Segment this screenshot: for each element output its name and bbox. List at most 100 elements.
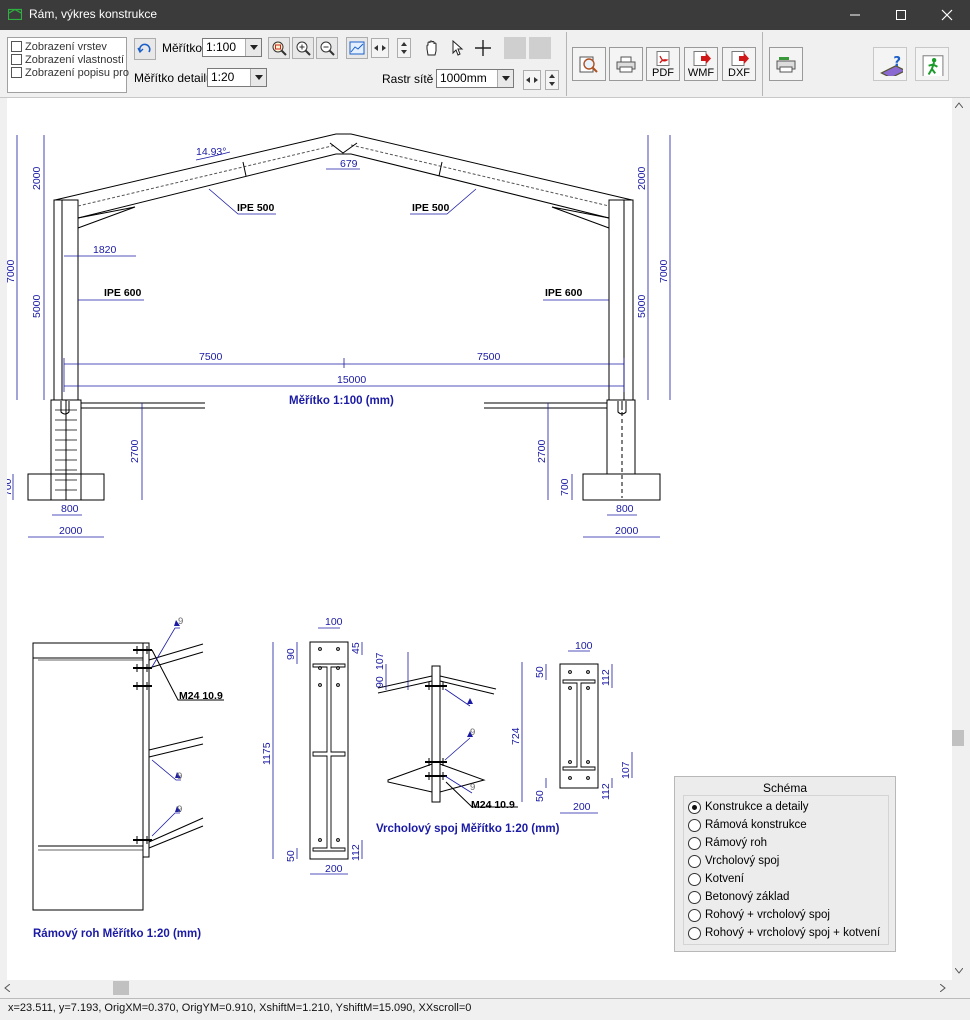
disabled-tool-button-2[interactable] xyxy=(529,37,551,59)
radio-construction-and-details[interactable]: Konstrukce a detaily xyxy=(688,799,809,815)
arrow-up-icon[interactable] xyxy=(549,74,555,78)
crosshair-button[interactable] xyxy=(472,37,494,59)
display-options-box: Zobrazení vrstev Zobrazení vlastností Zo… xyxy=(7,37,129,93)
left-haunch xyxy=(77,206,136,229)
dim-2700-left: 2700 xyxy=(129,439,141,463)
export-dxf-button[interactable]: DXF xyxy=(722,47,756,81)
radio-label: Konstrukce a detaily xyxy=(705,801,809,813)
dxf-export-icon xyxy=(731,51,749,66)
scroll-left-icon[interactable] xyxy=(4,984,10,992)
exit-button[interactable] xyxy=(915,47,949,81)
preview-button[interactable] xyxy=(572,47,606,81)
pan-hand-button[interactable] xyxy=(421,37,443,59)
pan-horizontal-spinner[interactable] xyxy=(371,38,389,58)
zoom-out-button[interactable] xyxy=(316,37,338,59)
zoom-all-button[interactable] xyxy=(346,37,368,59)
dim-7500-left: 7500 xyxy=(199,351,223,363)
grid-vertical-spinner[interactable] xyxy=(545,70,559,90)
radio-button[interactable] xyxy=(688,926,701,940)
radio-button[interactable] xyxy=(688,818,701,832)
grid-select[interactable]: 1000mm xyxy=(436,69,514,88)
radio-label: Rohový + vrcholový spoj xyxy=(705,909,830,921)
arrow-up-icon[interactable] xyxy=(401,42,407,46)
redraw-button[interactable] xyxy=(134,38,156,60)
radio-concrete-foundation[interactable]: Betonový základ xyxy=(688,889,789,905)
ridge-d90: 90 xyxy=(374,676,386,688)
close-button[interactable] xyxy=(924,0,970,30)
detail-scale-select[interactable]: 1:20 xyxy=(207,68,267,87)
dim-800-right: 800 xyxy=(616,503,634,515)
left-footing xyxy=(27,473,105,501)
chevron-down-icon[interactable] xyxy=(245,39,261,56)
apex-dim: 679 xyxy=(340,158,358,170)
radio-button[interactable] xyxy=(688,872,701,886)
vertical-scrollbar[interactable] xyxy=(952,98,970,982)
zoom-in-button[interactable] xyxy=(292,37,314,59)
checkbox-box[interactable] xyxy=(11,41,22,52)
printer-setup-button[interactable] xyxy=(769,47,803,81)
zoom-window-button[interactable] xyxy=(268,37,290,59)
export-wmf-button[interactable]: WMF xyxy=(684,47,718,81)
pan-vertical-spinner[interactable] xyxy=(397,38,411,58)
maximize-button[interactable] xyxy=(878,0,924,30)
toolbar-separator xyxy=(566,32,567,96)
exit-running-man-icon xyxy=(922,55,944,76)
checkbox-box[interactable] xyxy=(11,67,22,78)
checkbox-show-layers[interactable]: Zobrazení vrstev xyxy=(11,40,107,53)
radio-corner-ridge[interactable]: Rohový + vrcholový spoj xyxy=(688,907,830,923)
export-pdf-button[interactable]: PDF xyxy=(646,47,680,81)
radio-ridge-joint[interactable]: Vrcholový spoj xyxy=(688,853,779,869)
arrow-left-icon[interactable] xyxy=(526,77,530,83)
disabled-tool-button-1[interactable] xyxy=(504,37,526,59)
radio-frame-structure[interactable]: Rámová konstrukce xyxy=(688,817,807,833)
radio-anchoring[interactable]: Kotvení xyxy=(688,871,744,887)
corner-caption: Rámový roh Měřítko 1:20 (mm) xyxy=(33,928,201,940)
checkbox-show-properties[interactable]: Zobrazení vlastností xyxy=(11,53,124,66)
arrow-down-icon[interactable] xyxy=(549,82,555,86)
frame-structure xyxy=(27,133,661,501)
select-arrow-button[interactable] xyxy=(446,37,468,59)
corner-detail xyxy=(32,620,224,911)
checkbox-show-description[interactable]: Zobrazení popisu pro xyxy=(11,66,129,79)
checkbox-box[interactable] xyxy=(11,54,22,65)
drawing-svg[interactable]: 14.93° 679 IPE 500 IPE 500 IPE 600 IPE 6… xyxy=(7,98,952,982)
ridge-dimensions xyxy=(385,652,523,802)
grid-horizontal-spinner[interactable] xyxy=(523,70,541,90)
radio-frame-corner[interactable]: Rámový roh xyxy=(688,835,767,851)
arrow-left-icon[interactable] xyxy=(374,45,378,51)
minimize-button[interactable] xyxy=(832,0,878,30)
title-bar: Rám, výkres konstrukce xyxy=(0,0,970,30)
scroll-right-icon[interactable] xyxy=(940,984,946,992)
plate-1-h1175: 1175 xyxy=(261,742,273,765)
checkbox-label: Zobrazení vlastností xyxy=(25,53,125,66)
close-icon xyxy=(941,9,953,21)
scroll-up-icon[interactable] xyxy=(955,102,963,108)
chevron-down-icon[interactable] xyxy=(250,69,266,86)
horizontal-scrollbar[interactable] xyxy=(0,980,952,997)
dim-700-left: 700 xyxy=(7,478,14,496)
radio-button[interactable] xyxy=(688,890,701,904)
arrow-down-icon[interactable] xyxy=(401,50,407,54)
dim-1820: 1820 xyxy=(93,244,117,256)
radio-button[interactable] xyxy=(688,854,701,868)
scale-select[interactable]: 1:100 xyxy=(202,38,262,57)
horizontal-scroll-thumb[interactable] xyxy=(113,981,129,995)
vertical-scroll-thumb[interactable] xyxy=(952,730,964,746)
radio-button[interactable] xyxy=(688,908,701,922)
chevron-down-icon[interactable] xyxy=(497,70,513,87)
right-haunch xyxy=(551,206,610,229)
radio-button-selected[interactable] xyxy=(688,800,701,814)
print-button[interactable] xyxy=(609,47,643,81)
radio-label: Kotvení xyxy=(705,873,744,885)
radio-corner-ridge-anchoring[interactable]: Rohový + vrcholový spoj + kotvení xyxy=(688,925,880,941)
arrow-right-icon[interactable] xyxy=(382,45,386,51)
ridge-weld-2: 9 xyxy=(470,782,475,793)
scroll-down-icon[interactable] xyxy=(955,968,963,974)
help-button[interactable]: ? xyxy=(873,47,907,81)
end-plate-1 xyxy=(309,641,349,860)
svg-text:?: ? xyxy=(893,55,901,70)
cursor-arrow-icon xyxy=(452,40,464,56)
radio-button[interactable] xyxy=(688,836,701,850)
arrow-right-icon[interactable] xyxy=(534,77,538,83)
dim-5000-right: 5000 xyxy=(636,294,648,318)
